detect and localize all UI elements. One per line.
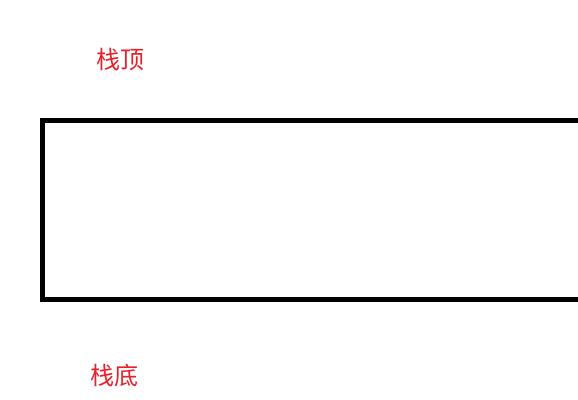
stack-bottom-label: 栈底 <box>90 362 138 390</box>
stack-top-label: 栈顶 <box>96 46 144 74</box>
stack-container <box>40 118 578 302</box>
